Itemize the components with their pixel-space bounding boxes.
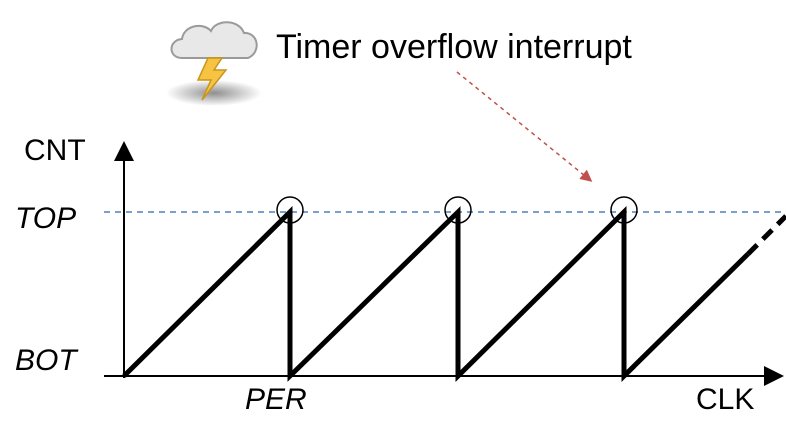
callout-arrow bbox=[456, 71, 593, 182]
y-axis-label: CNT bbox=[24, 134, 86, 167]
period-label: PER bbox=[245, 383, 307, 416]
thunderstorm-cloud-icon bbox=[166, 21, 262, 106]
x-axis-label: CLK bbox=[696, 383, 754, 416]
top-label: TOP bbox=[15, 202, 76, 235]
overflow-marker-3 bbox=[610, 196, 638, 224]
callout-label: Timer overflow interrupt bbox=[276, 28, 632, 66]
overflow-marker-2 bbox=[444, 196, 472, 224]
overflow-marker-1 bbox=[276, 196, 304, 224]
sawtooth-continuation bbox=[746, 214, 786, 256]
bottom-label: BOT bbox=[15, 344, 79, 377]
sawtooth-waveform bbox=[122, 206, 750, 382]
